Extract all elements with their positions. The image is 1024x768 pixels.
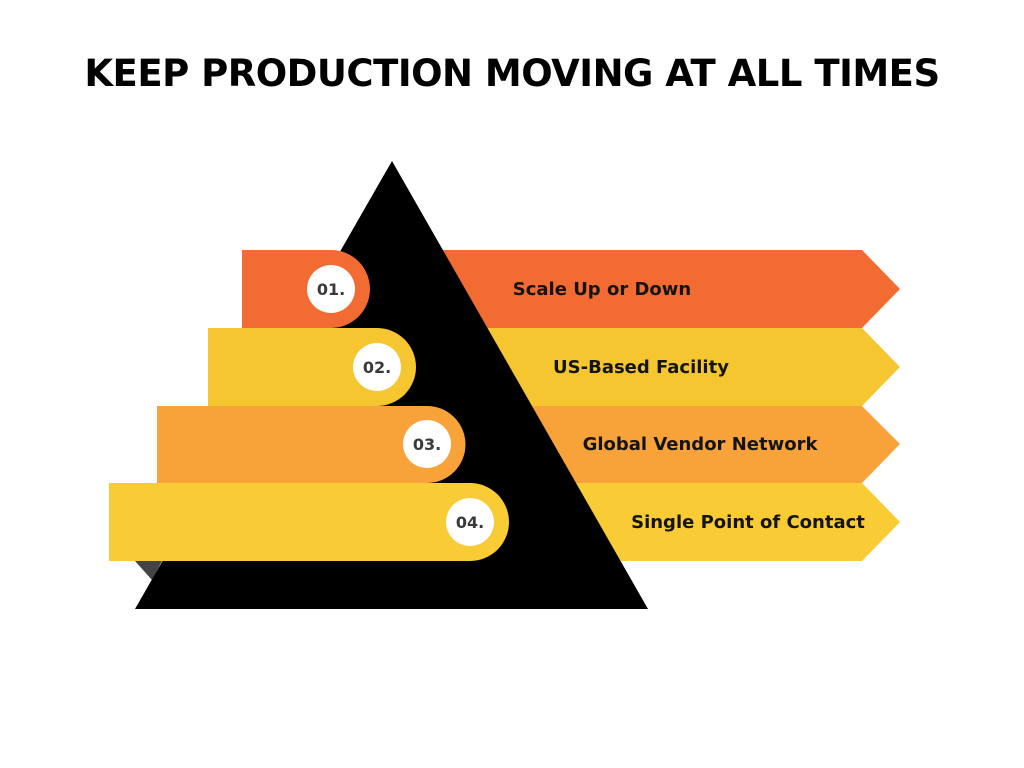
step-3-label: Global Vendor Network [583,434,819,455]
step-3-left-band [157,406,466,483]
step-3-badge [403,420,451,468]
step-1-label: Scale Up or Down [513,279,691,300]
step-2-label: US-Based Facility [553,357,729,378]
step-2-number: 02. [363,358,391,377]
step-4-label: Single Point of Contact [631,512,865,533]
step-4-left-band [109,483,509,561]
step-3-number: 03. [413,435,441,454]
page-title: KEEP PRODUCTION MOVING AT ALL TIMES [84,52,940,95]
step-4-number: 04. [456,513,484,532]
step-1-number: 01. [317,280,345,299]
step-1-arrow-band [380,250,900,328]
step-1-badge [307,265,355,313]
pyramid-shadow [135,561,162,580]
step-4-badge [446,498,494,546]
step-2-badge [353,343,401,391]
